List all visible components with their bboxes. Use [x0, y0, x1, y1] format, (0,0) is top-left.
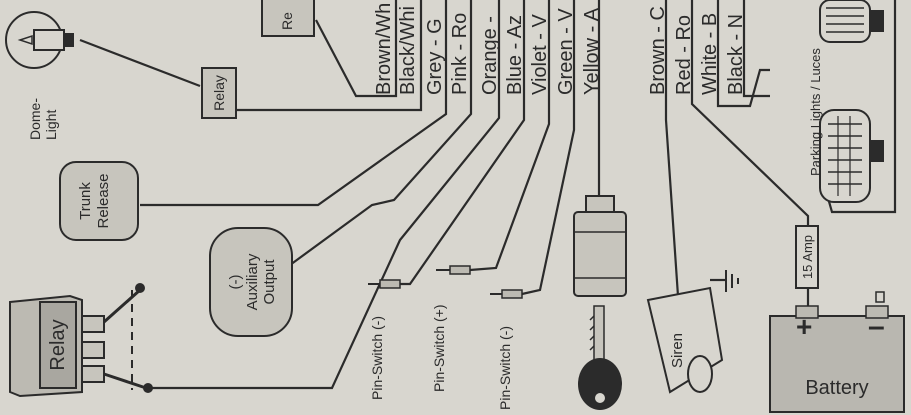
fuse: 15 Amp — [795, 225, 819, 289]
siren-icon: Siren — [646, 286, 724, 394]
wire-dome — [79, 38, 201, 88]
parking-lights-label: Parking Lights / Luces — [808, 48, 823, 176]
auxiliary-output: (-)AuxiliaryOutput — [209, 227, 293, 337]
wire-brown-white — [315, 0, 398, 98]
trunk-release-box — [59, 161, 139, 241]
wire-label-white: White - B — [699, 13, 721, 95]
wire-label-brown: Brown - C — [647, 6, 669, 95]
wire-label-blue: Blue - Az — [504, 15, 526, 95]
big-relay-face — [39, 301, 77, 389]
top-relay: Re — [261, 0, 315, 37]
wire-labels: Brown/Wh Black/Whi Grey - G Pink - Ro Or… — [373, 3, 747, 95]
siren-label: Siren — [669, 333, 686, 368]
wire-green — [521, 0, 576, 296]
battery-box — [769, 315, 905, 413]
wire-grey — [140, 0, 448, 207]
battery: + – Battery — [769, 291, 905, 413]
bulb-icon — [5, 11, 74, 69]
fuse-box — [795, 225, 819, 289]
ground-icon — [725, 270, 739, 292]
aux-output-label: (-)AuxiliaryOutput — [227, 253, 278, 310]
wires — [79, 0, 897, 390]
top-relay-box — [261, 0, 315, 37]
pin-switch-3-label: Pin-Switch (-) — [497, 326, 513, 410]
wire-orange — [150, 0, 501, 390]
wire-pink — [289, 0, 473, 266]
trunk-release: TrunkRelease — [59, 161, 139, 241]
wire-label-grey: Grey - G — [424, 18, 446, 95]
wire-violet — [469, 0, 551, 272]
key-icon — [578, 305, 622, 410]
small-relay-label: Relay — [211, 75, 227, 111]
dome-light-label: Dome-Light — [27, 98, 59, 140]
top-relay-label: Re — [279, 12, 295, 30]
wire-black — [742, 0, 770, 98]
pin-switch-1-label: Pin-Switch (-) — [369, 316, 385, 400]
wire-label-yellow: Yellow - A — [581, 7, 603, 95]
battery-minus: – — [868, 310, 885, 343]
wire-red — [690, 0, 810, 226]
pin-switch-3: Pin-Switch (-) — [490, 289, 523, 410]
wire-label-black-white: Black/Whi — [397, 6, 419, 95]
aux-output-box — [209, 227, 293, 337]
wire-label-violet: Violet - V — [529, 14, 551, 95]
battery-label: Battery — [805, 377, 868, 399]
trunk-release-label: TrunkRelease — [77, 173, 112, 228]
wire-white — [716, 0, 770, 108]
small-relay-box — [201, 67, 237, 119]
fuse-label: 15 Amp — [800, 235, 815, 279]
small-relay: Relay — [201, 67, 237, 119]
wire-brown — [664, 0, 680, 297]
big-relay: Relay — [9, 283, 153, 398]
wire-label-brown-white: Brown/Wh — [373, 3, 395, 95]
wire-blue — [400, 0, 526, 286]
wire-label-red: Red - Ro — [673, 15, 695, 95]
wire-label-black: Black - N — [725, 14, 747, 95]
pin-switch-1: Pin-Switch (-) — [368, 279, 401, 400]
wire-label-green: Green - V — [555, 8, 577, 95]
wire-black-white — [236, 0, 423, 112]
ignition-switch-icon — [573, 195, 627, 297]
battery-plus: + — [796, 311, 812, 342]
wire-parking-loop — [818, 0, 897, 214]
wire-label-pink: Pink - Ro — [449, 13, 471, 95]
wire-label-orange: Orange - — [479, 16, 501, 95]
pin-switch-2: Pin-Switch (+) — [431, 265, 471, 392]
big-relay-label: Relay — [47, 319, 69, 370]
pin-switch-2-label: Pin-Switch (+) — [431, 304, 447, 392]
headlight-icon — [819, 0, 884, 203]
